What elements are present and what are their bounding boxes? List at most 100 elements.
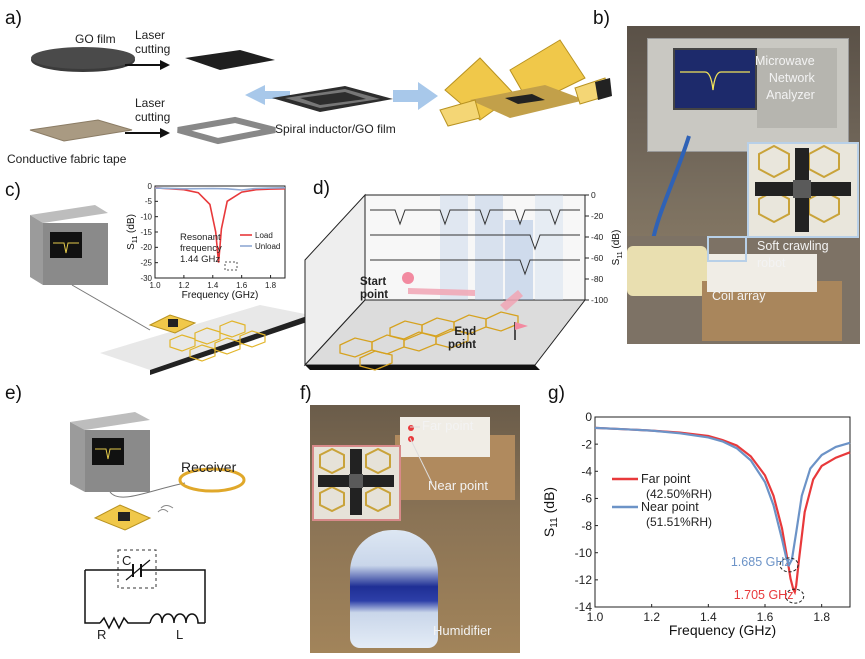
humidifier-label: Humidifier [433, 623, 492, 638]
y-tick-label: -60 [591, 253, 604, 263]
panel-g-label: g) [548, 383, 565, 404]
laser-cutting-label-1: Laser cutting [135, 28, 171, 56]
x-tick-label: 1.6 [236, 281, 248, 290]
panel-f-label: f) [300, 383, 312, 404]
series-line-unload [154, 187, 286, 191]
y-tick-label: -15 [140, 228, 152, 237]
start-pin-icon [402, 272, 414, 284]
robot-inset-f [312, 445, 401, 521]
panel-b-photo [627, 26, 860, 344]
legend-label: Unload [255, 242, 280, 251]
far-min-annotation: 1.705 GHz [734, 588, 794, 602]
plot-frame [594, 416, 851, 608]
x-tick-label: 1.0 [149, 281, 161, 290]
receiver-label: Receiver [181, 459, 237, 475]
resonance-trace [370, 234, 580, 251]
near-min-marker [779, 557, 799, 573]
panel-a-illustration [29, 39, 612, 145]
plate-c [100, 305, 310, 370]
legend-label: Near point [641, 500, 699, 514]
x-tick-label: 1.6 [757, 610, 774, 624]
near-min-annotation: 1.685 GHz [731, 555, 791, 569]
x-tick-label: 1.2 [643, 610, 660, 624]
end-point-label: End point [448, 326, 477, 351]
wireless-icon [157, 505, 174, 513]
x-tick-label: 1.2 [178, 281, 190, 290]
blue-arrow-left [245, 85, 290, 105]
variable-capacitor-icon [125, 559, 151, 581]
receiver-coil [178, 467, 246, 493]
robot-inset [747, 142, 859, 238]
legend-label: Far point [641, 472, 691, 486]
far-point-label: Far point [422, 418, 474, 433]
spiral-label: Spiral inductor/GO film [275, 122, 396, 136]
coil-sheet-f [400, 417, 490, 457]
analyzer-screen [673, 48, 757, 110]
y-axis-label: S11 (dB) [541, 487, 560, 537]
y-tick-label: 0 [591, 190, 596, 200]
y-tick-label: -25 [140, 258, 152, 267]
series-line-load [154, 187, 286, 263]
robot-label: Soft crawling robot [757, 239, 829, 270]
capacitor-label: C [122, 553, 132, 568]
y-tick-label: -2 [581, 437, 592, 451]
y-tick-label: -10 [575, 546, 593, 560]
y-tick-label: -20 [591, 211, 604, 221]
legend-sublabel: (42.50%RH) [646, 487, 712, 501]
y-tick-label: -14 [575, 600, 593, 614]
foam-block [627, 246, 707, 296]
x-axis-label: Frequency (GHz) [669, 622, 776, 638]
y-tick-label: -8 [581, 519, 592, 533]
inductor-icon [149, 613, 205, 624]
near-point-leader [409, 437, 433, 484]
panel-f-photo [310, 405, 520, 653]
humidifier [350, 530, 438, 648]
y-tick-label: 0 [148, 182, 153, 191]
panel-c-illustration [30, 205, 310, 375]
inductor-label: L [176, 627, 184, 642]
resistor-icon [99, 616, 150, 630]
panel-c-label: c) [5, 180, 21, 201]
panel-e-illustration [70, 412, 246, 630]
path-arrow-d [500, 290, 523, 311]
x-tick-label: 1.4 [207, 281, 219, 290]
legend-sublabel: (51.51%RH) [646, 515, 712, 529]
x-tick-label: 1.8 [265, 281, 277, 290]
x-tick-label: 1.8 [813, 610, 830, 624]
y-tick-label: 0 [585, 410, 592, 424]
x-tick-label: 1.4 [700, 610, 717, 624]
panel-a-label: a) [5, 8, 22, 29]
y-tick-label: -12 [575, 573, 593, 587]
y-axis-label: S11 (dB) [126, 214, 139, 250]
chart-d-coil-grid [339, 311, 519, 371]
far-min-marker [785, 588, 805, 604]
series-line-near-point [594, 426, 851, 568]
inset-source-box [707, 236, 747, 262]
legend-label: Load [255, 231, 273, 240]
resonance-trace [370, 259, 580, 276]
resonance-trace [370, 209, 580, 226]
far-point-dot [408, 425, 414, 431]
y-tick-label: -30 [140, 274, 152, 283]
panel-b-label: b) [593, 8, 610, 29]
path-arrow-h [408, 288, 475, 296]
y-tick-label: -40 [591, 232, 604, 242]
y-tick-label: -20 [140, 243, 152, 252]
panel-e-label: e) [5, 383, 22, 404]
analyzer-label: Microwave Network Analyzer [755, 54, 815, 102]
series-line-far-point [594, 426, 851, 596]
y-tick-label: -100 [591, 295, 608, 305]
x-tick-label: 1.0 [587, 610, 604, 624]
near-point-label: Near point [428, 478, 488, 493]
y-tick-label: -6 [581, 492, 592, 506]
resistor-label: R [97, 627, 107, 642]
start-point-label: Start point [360, 276, 389, 301]
y-axis-label: S11 (dB) [611, 230, 624, 266]
coil-array-label: Coil array [712, 289, 766, 303]
cut-spiral [177, 116, 276, 145]
y-tick-label: -10 [140, 212, 152, 221]
capacitor-box [117, 549, 157, 589]
